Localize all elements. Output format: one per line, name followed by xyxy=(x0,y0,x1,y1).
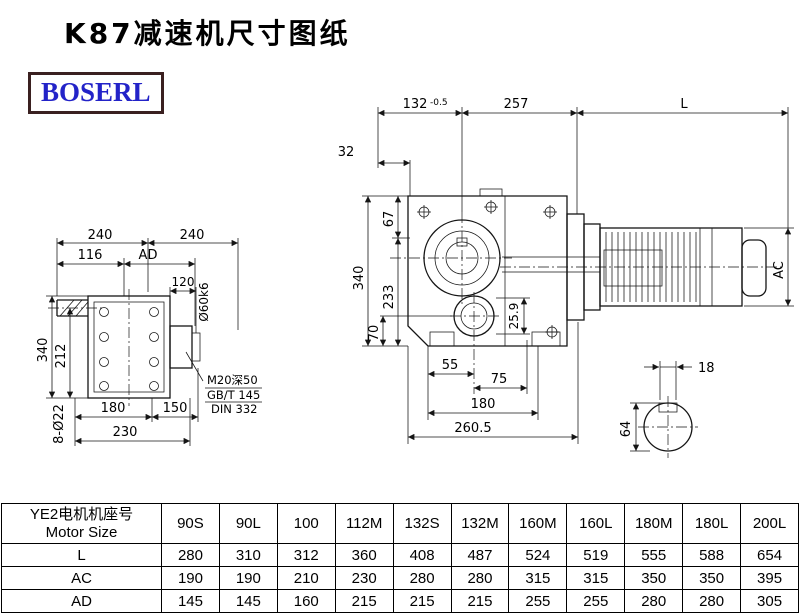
table-cell: 555 xyxy=(624,543,684,567)
dim-bolt-holes: 8-Ø22 xyxy=(52,404,67,444)
table-cell: 588 xyxy=(682,543,742,567)
table-cell: 280 xyxy=(161,543,220,567)
table-cell: 190 xyxy=(218,566,278,590)
table-cell: 408 xyxy=(392,543,452,567)
table-cell: 315 xyxy=(566,566,626,590)
column-header-160L: 160L xyxy=(566,503,626,544)
dim-212: 212 xyxy=(54,344,69,369)
table-cell: 654 xyxy=(740,543,799,567)
table-cell: 145 xyxy=(218,589,278,613)
column-header-112M: 112M xyxy=(334,503,394,544)
column-header-180L: 180L xyxy=(682,503,742,544)
drawing-canvas: 240 240 116 AD 120 Ø60k6 340 212 8-Ø22 1… xyxy=(36,97,794,458)
table-cell: 315 xyxy=(508,566,568,590)
dim-ac: AC xyxy=(772,261,787,279)
table-cell: 280 xyxy=(392,566,452,590)
dim-240-b: 240 xyxy=(180,228,205,243)
dim-180-side: 180 xyxy=(101,401,126,416)
brand-logo: BOSERL xyxy=(28,72,164,114)
table-cell: 519 xyxy=(566,543,626,567)
column-header-132M: 132M xyxy=(450,503,510,544)
column-header-200L: 200L xyxy=(740,503,799,544)
motor-size-label-en: Motor Size xyxy=(45,523,118,541)
dim-64: 64 xyxy=(619,421,634,438)
table-cell: 524 xyxy=(508,543,568,567)
table-cell: 310 xyxy=(218,543,278,567)
note-din: DIN 332 xyxy=(211,402,257,416)
column-header-160M: 160M xyxy=(508,503,568,544)
column-header-132S: 132S xyxy=(392,503,452,544)
table-cell: 160 xyxy=(276,589,336,613)
dim-116: 116 xyxy=(78,248,103,263)
dim-75: 75 xyxy=(491,372,508,387)
table-cell: 210 xyxy=(276,566,336,590)
dim-67: 67 xyxy=(382,211,397,228)
dim-340-front: 340 xyxy=(352,266,367,291)
column-header-90S: 90S xyxy=(161,503,220,544)
row-label: AC xyxy=(1,566,162,590)
column-header-100: 100 xyxy=(276,503,336,544)
dim-ad: AD xyxy=(139,248,158,263)
dim-motor-length: L xyxy=(680,97,688,112)
dim-55: 55 xyxy=(442,358,459,373)
dim-25-9: 25.9 xyxy=(507,303,521,330)
dim-70: 70 xyxy=(367,325,382,342)
note-thread: M20深50 xyxy=(207,373,258,387)
motor-size-label-cn: YE2电机机座号 xyxy=(29,505,134,523)
dim-233: 233 xyxy=(382,285,397,310)
side-view: 240 240 116 AD 120 Ø60k6 340 212 8-Ø22 1… xyxy=(36,228,262,446)
table-cell: 280 xyxy=(624,589,684,613)
dim-150: 150 xyxy=(163,401,188,416)
table-cell: 255 xyxy=(566,589,626,613)
dim-240-a: 240 xyxy=(88,228,113,243)
page-title: K87减速机尺寸图纸 xyxy=(64,17,351,50)
table-cell: 350 xyxy=(682,566,742,590)
row-label: AD xyxy=(1,589,162,613)
table-cell: 305 xyxy=(740,589,799,613)
table-cell: 255 xyxy=(508,589,568,613)
column-header-180M: 180M xyxy=(624,503,684,544)
dim-230: 230 xyxy=(113,425,138,440)
table-cell: 280 xyxy=(682,589,742,613)
dim-260-5: 260.5 xyxy=(454,421,491,436)
note-standard: GB/T 145 xyxy=(207,388,260,402)
table-cell: 215 xyxy=(450,589,510,613)
front-view: 132 -0.5 257 L 32 340 67 233 70 25.9 xyxy=(338,97,794,444)
table-cell: 487 xyxy=(450,543,510,567)
table-cell: 215 xyxy=(334,589,394,613)
row-label: L xyxy=(1,543,162,567)
table-cell: 230 xyxy=(334,566,394,590)
table-cell: 190 xyxy=(161,566,220,590)
dim-132: 132 xyxy=(403,97,428,112)
dim-340-side: 340 xyxy=(36,338,51,363)
table-cell: 395 xyxy=(740,566,799,590)
table-cell: 312 xyxy=(276,543,336,567)
shaft-end-view: 18 64 xyxy=(619,361,715,458)
table-cell: 360 xyxy=(334,543,394,567)
dim-18: 18 xyxy=(698,361,715,376)
dim-32: 32 xyxy=(338,145,355,160)
dim-120: 120 xyxy=(172,275,195,289)
table-cell: 280 xyxy=(450,566,510,590)
table-cell: 350 xyxy=(624,566,684,590)
dim-180-front: 180 xyxy=(471,397,496,412)
dim-shaft-diameter: Ø60k6 xyxy=(197,282,211,321)
dim-257: 257 xyxy=(504,97,529,112)
table-header-motor-size: YE2电机机座号 Motor Size xyxy=(1,503,162,544)
table-cell: 145 xyxy=(161,589,220,613)
dim-132-tolerance: -0.5 xyxy=(430,98,448,108)
table-cell: 215 xyxy=(392,589,452,613)
column-header-90L: 90L xyxy=(218,503,278,544)
